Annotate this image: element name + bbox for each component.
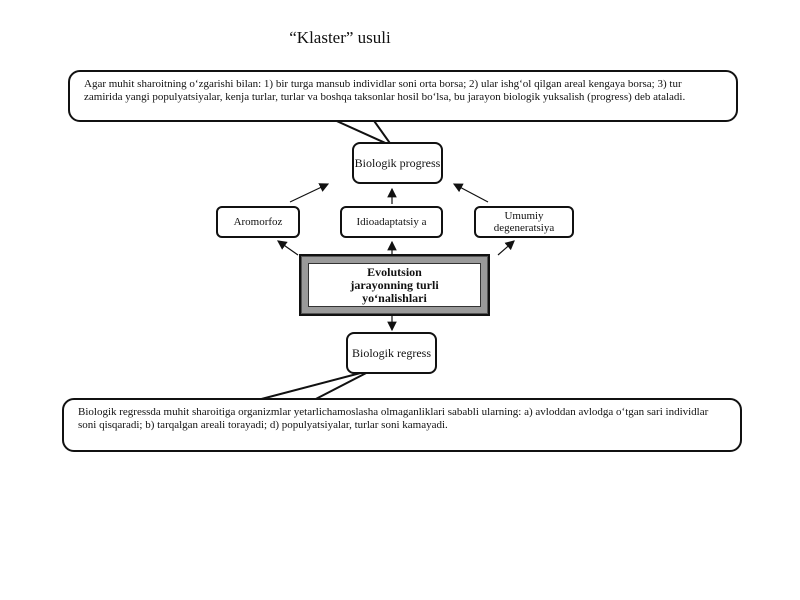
node-idioadaptatsiya-label: Idioadaptatsiy a: [356, 216, 427, 228]
arrow-center-to-degeneratsiya: [497, 240, 515, 256]
node-umumiy-degeneratsiya-label: Umumiy degeneratsiya: [493, 210, 555, 234]
node-idioadaptatsiya: Idioadaptatsiy a: [340, 206, 443, 238]
diagram-title: “Klaster” usuli: [289, 28, 391, 47]
node-umumiy-degeneratsiya: Umumiy degeneratsiya: [474, 206, 574, 238]
arrow-aromorfoz-to-progress: [289, 183, 330, 203]
node-aromorfoz-label: Aromorfoz: [233, 216, 283, 228]
node-biologik-regress-label: Biologik regress: [352, 346, 431, 360]
node-aromorfoz: Aromorfoz: [216, 206, 300, 238]
node-evolutsion-jarayon: Evolutsion jarayonning turli yo‘nalishla…: [299, 254, 490, 316]
node-biologik-progress-label: Biologik progress: [354, 156, 441, 170]
arrow-degeneratsiya-to-progress: [452, 183, 489, 203]
node-biologik-progress: Biologik progress: [352, 142, 443, 184]
progress-definition-text: Agar muhit sharoitning o‘zgarishi bilan:…: [84, 78, 686, 103]
node-evolutsion-jarayon-inner: Evolutsion jarayonning turli yo‘nalishla…: [308, 263, 481, 307]
node-biologik-regress: Biologik regress: [346, 332, 437, 374]
regress-definition-callout: Biologik regressda muhit sharoitiga orga…: [62, 398, 742, 452]
progress-definition-callout: Agar muhit sharoitning o‘zgarishi bilan:…: [68, 70, 738, 122]
regress-definition-text: Biologik regressda muhit sharoitiga orga…: [78, 406, 709, 431]
node-evolutsion-jarayon-label: Evolutsion jarayonning turli yo‘nalishla…: [350, 264, 439, 305]
arrow-center-to-aromorfoz: [277, 240, 299, 256]
